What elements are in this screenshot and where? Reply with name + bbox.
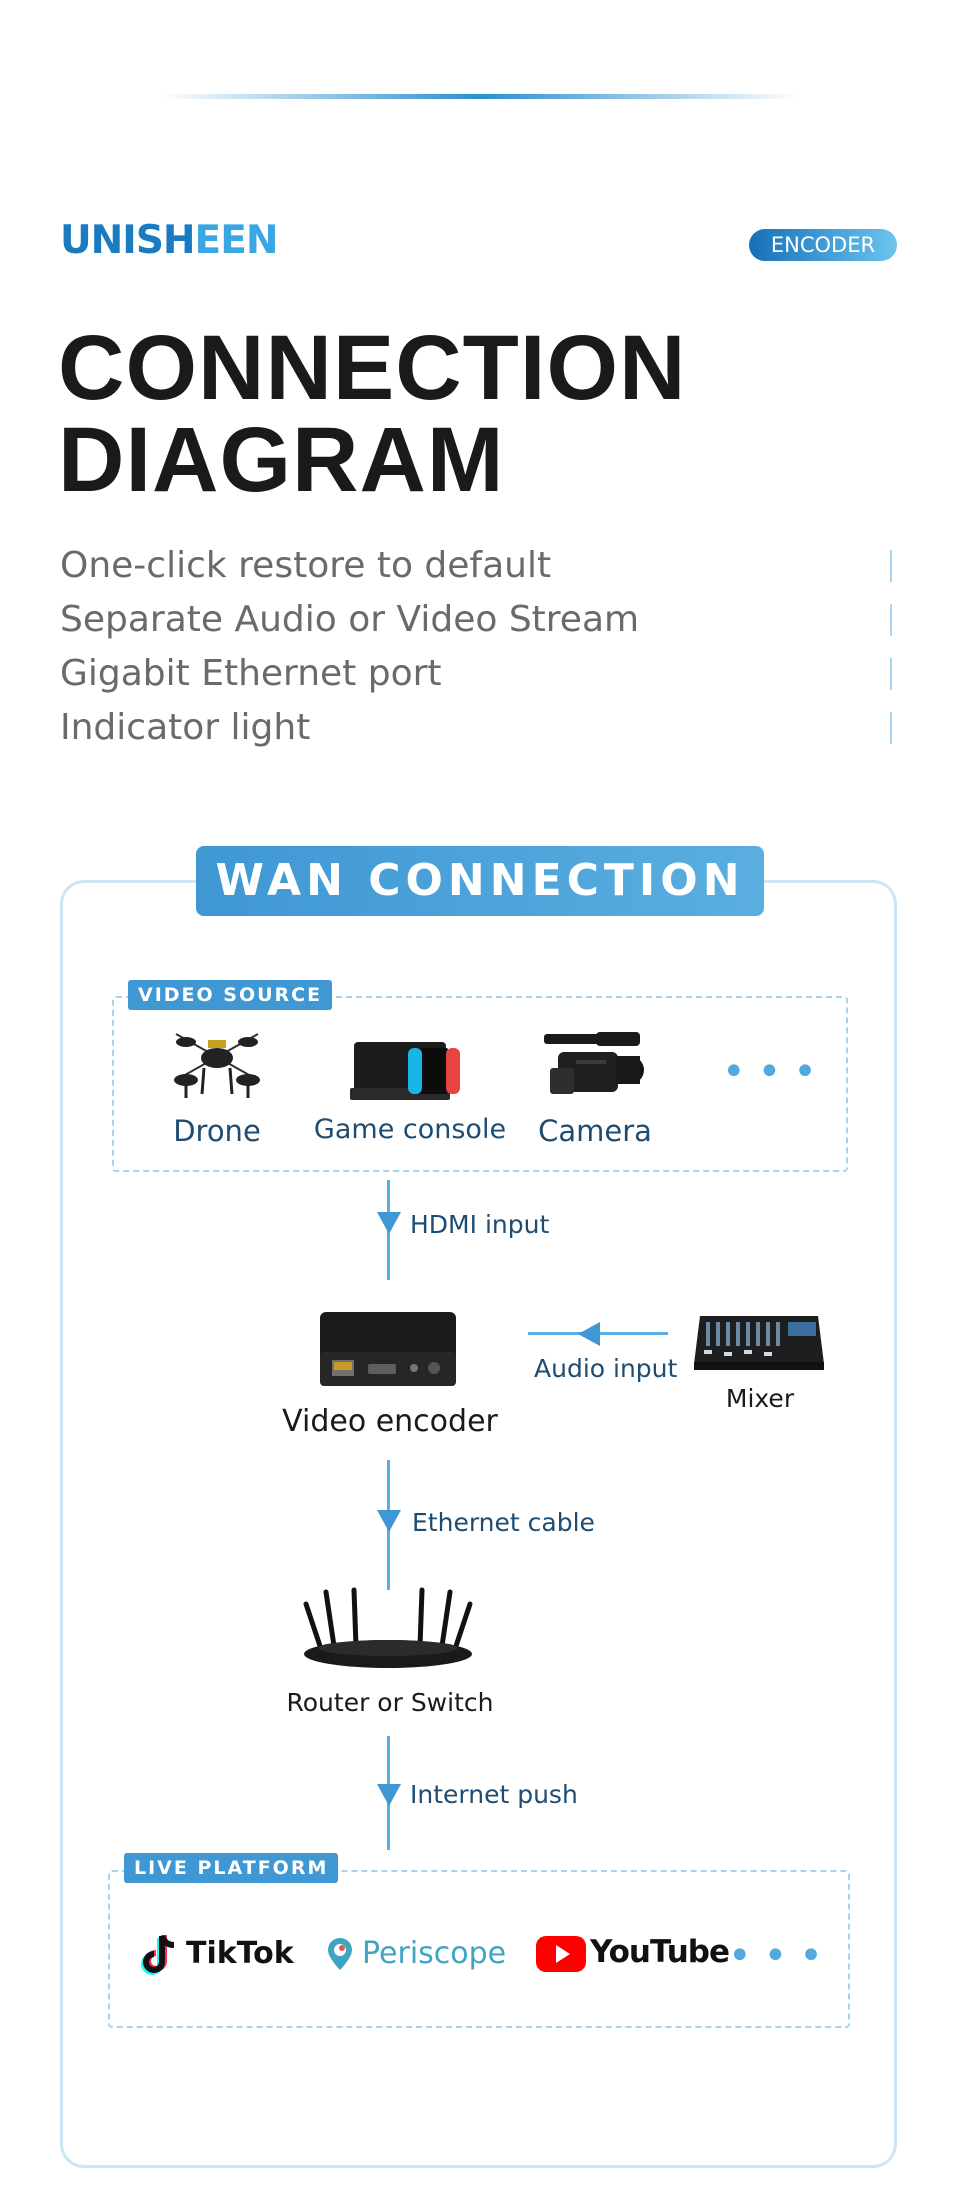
router-label: Router or Switch bbox=[286, 1688, 494, 1717]
game-console-label: Game console bbox=[313, 1114, 507, 1145]
live-platform-box bbox=[108, 1870, 850, 2028]
title-line-1: CONNECTION bbox=[58, 317, 687, 419]
feature-divider bbox=[890, 550, 892, 582]
periscope-text: Periscope bbox=[362, 1936, 507, 1971]
brand-logo: UNISHEEN bbox=[60, 218, 278, 263]
youtube-text: YouTube bbox=[590, 1934, 730, 1970]
arrow-left-icon bbox=[578, 1322, 600, 1346]
feature-list: One-click restore to default Separate Au… bbox=[60, 546, 639, 762]
youtube-icon bbox=[536, 1936, 586, 1972]
tiktok-icon bbox=[141, 1934, 175, 1975]
tiktok-logo: TikTok bbox=[140, 1932, 310, 1982]
drone-icon bbox=[174, 1033, 260, 1098]
arrow-down-icon bbox=[377, 1510, 401, 1532]
title-line-2: DIAGRAM bbox=[58, 409, 505, 511]
video-encoder-icon bbox=[320, 1312, 456, 1386]
page-title: CONNECTION DIAGRAM bbox=[58, 322, 686, 506]
feature-item: One-click restore to default bbox=[60, 545, 552, 586]
camera-label: Camera bbox=[538, 1114, 652, 1148]
tiktok-text: TikTok bbox=[186, 1936, 294, 1971]
feature-item: Separate Audio or Video Stream bbox=[60, 599, 640, 640]
panel-title: WAN CONNECTION bbox=[196, 846, 764, 916]
feature-item: Indicator light bbox=[60, 707, 311, 748]
ethernet-label: Ethernet cable bbox=[412, 1508, 595, 1537]
video-source-box bbox=[112, 996, 848, 1172]
youtube-logo: YouTube bbox=[536, 1932, 730, 1982]
feature-divider bbox=[890, 712, 892, 744]
top-decor-line bbox=[160, 94, 800, 99]
feature-divider bbox=[890, 658, 892, 690]
mixer-icon bbox=[694, 1316, 824, 1370]
camera-icon bbox=[544, 1032, 644, 1094]
game-console-icon bbox=[350, 1042, 460, 1100]
arrow-down-icon bbox=[377, 1212, 401, 1234]
internet-push-label: Internet push bbox=[410, 1780, 578, 1809]
periscope-logo: Periscope bbox=[326, 1932, 516, 1982]
hdmi-label: HDMI input bbox=[410, 1210, 550, 1239]
feature-item: Gigabit Ethernet port bbox=[60, 653, 442, 694]
more-sources-icon: ••• bbox=[722, 1049, 829, 1095]
router-icon bbox=[303, 1587, 473, 1668]
drone-label: Drone bbox=[173, 1114, 261, 1148]
category-badge: ENCODER bbox=[749, 229, 897, 261]
audio-input-label: Audio input bbox=[534, 1354, 678, 1383]
video-encoder-label: Video encoder bbox=[282, 1404, 498, 1439]
feature-divider bbox=[890, 604, 892, 636]
video-source-label: VIDEO SOURCE bbox=[128, 980, 333, 1010]
arrow-down-icon bbox=[377, 1784, 401, 1806]
mixer-label: Mixer bbox=[725, 1384, 795, 1413]
more-platforms-icon: ••• bbox=[728, 1933, 835, 1979]
live-platform-label: LIVE PLATFORM bbox=[124, 1853, 339, 1883]
periscope-icon bbox=[328, 1938, 352, 1970]
